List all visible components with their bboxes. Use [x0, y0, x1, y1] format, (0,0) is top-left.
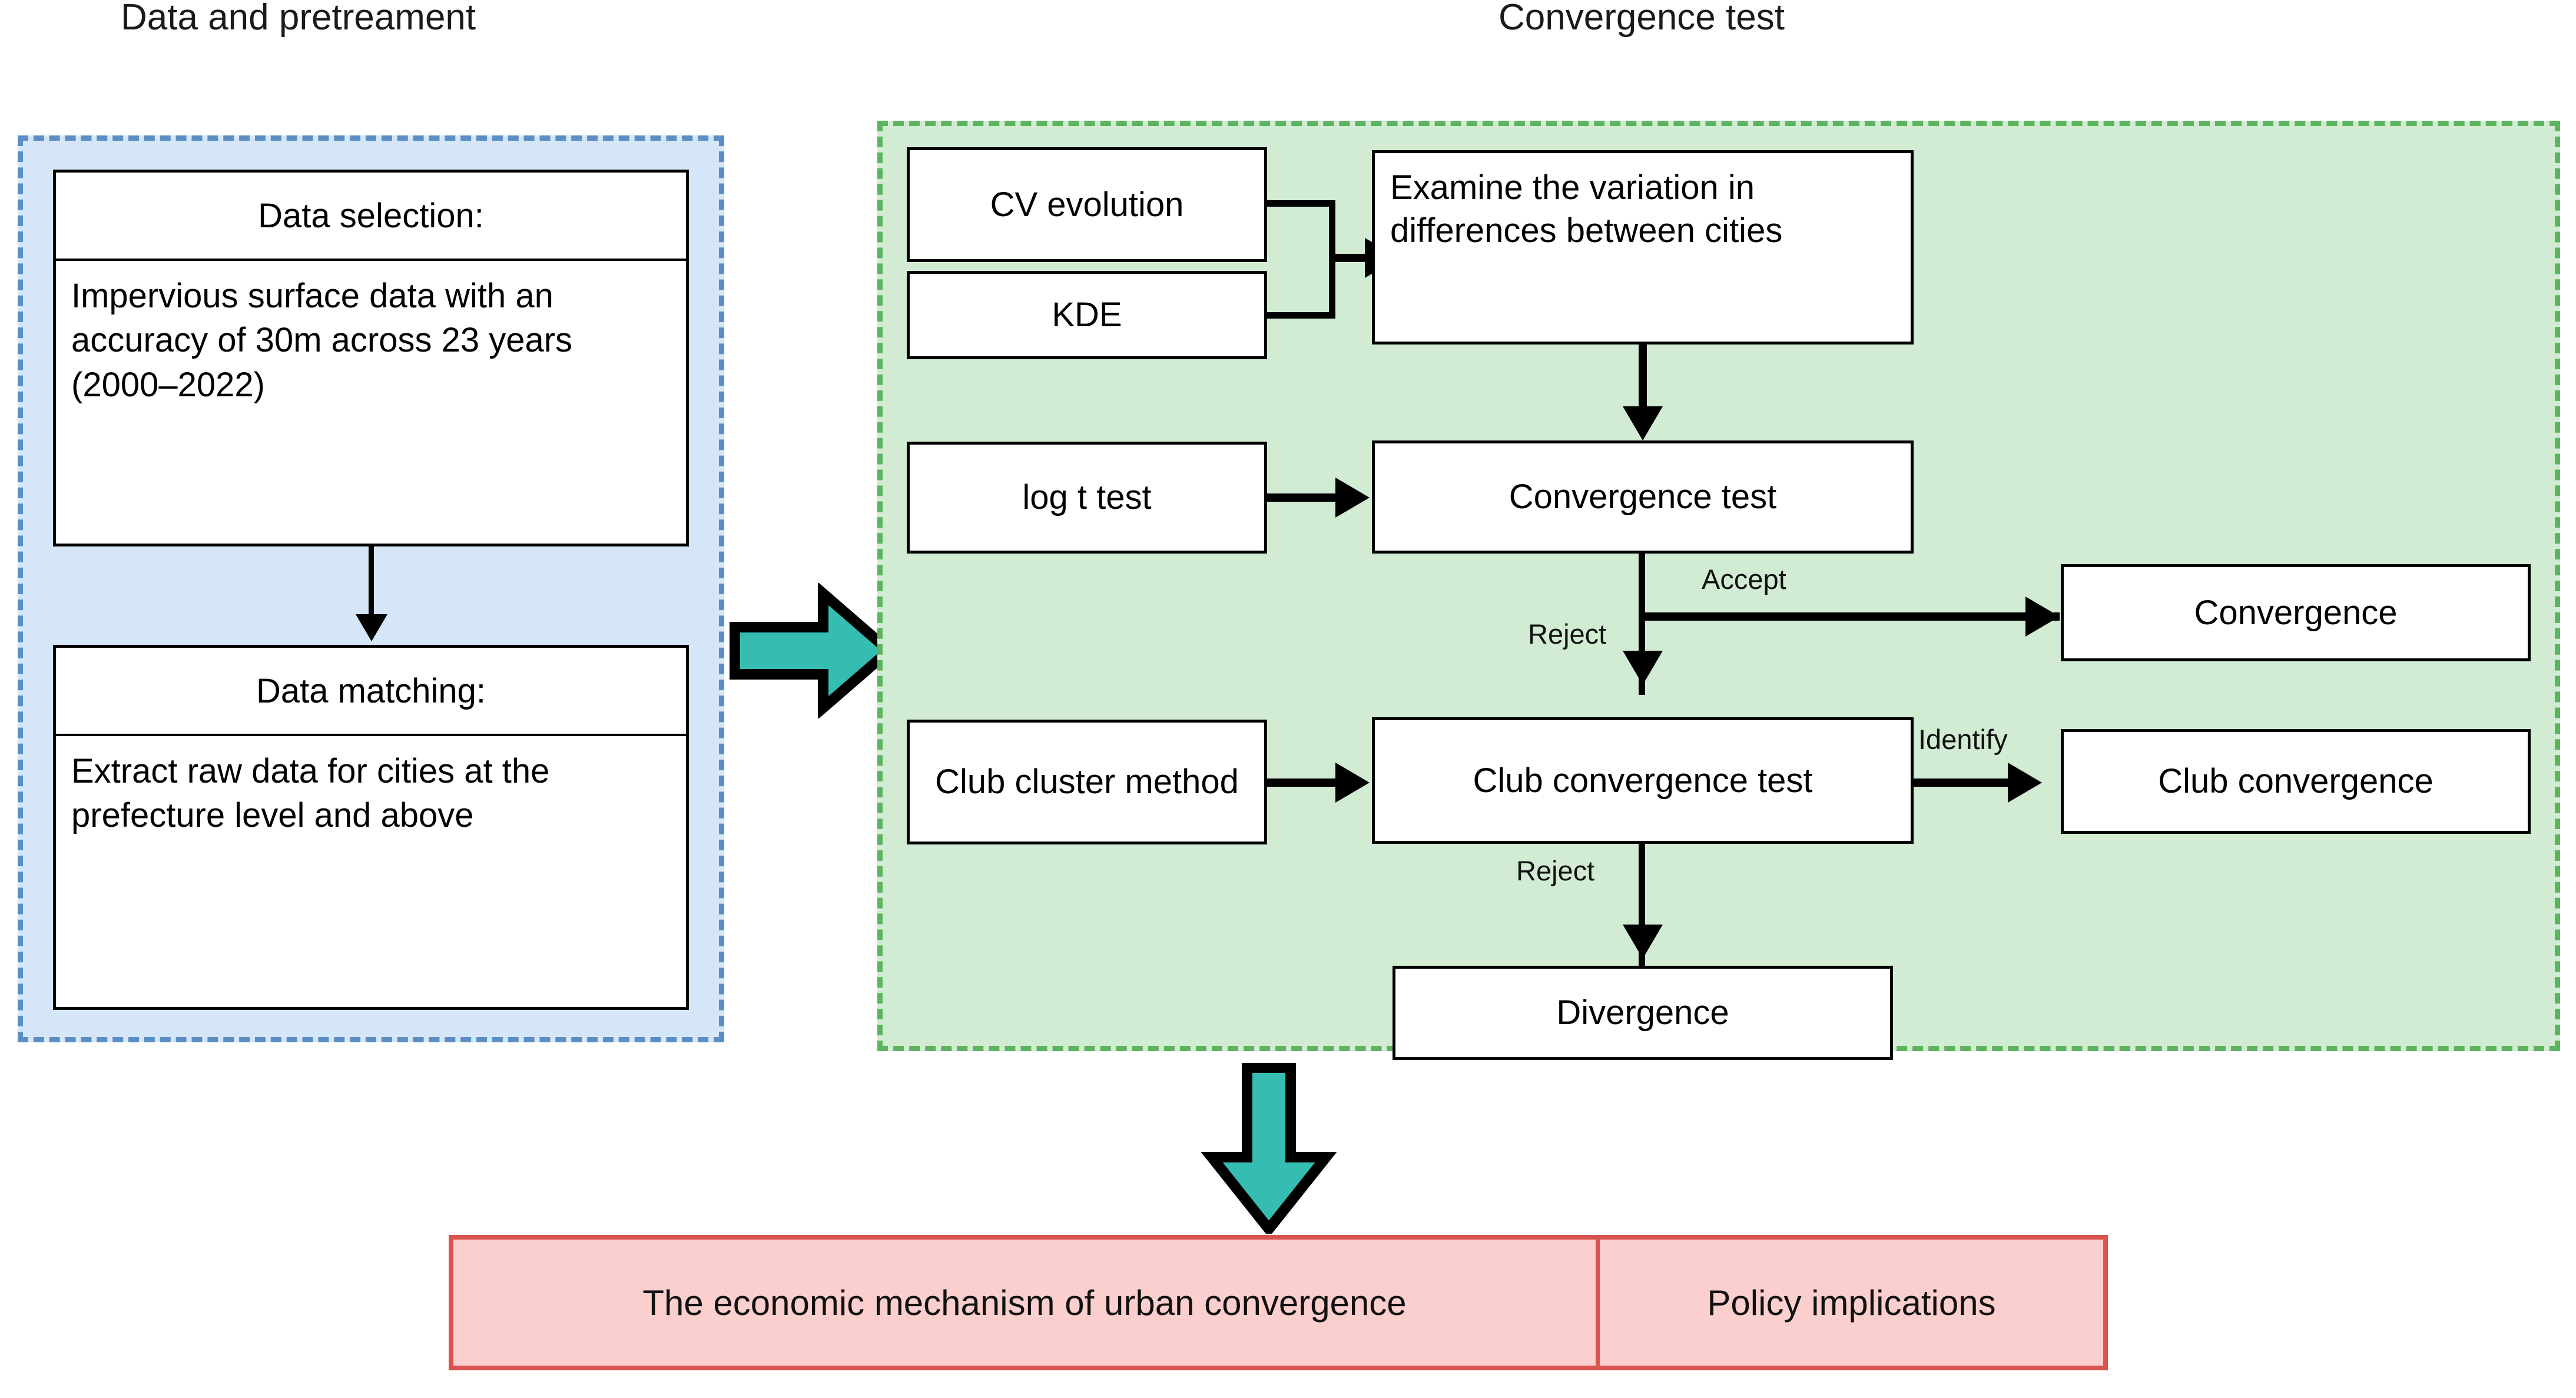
convergence-result-label: Convergence	[2194, 593, 2398, 632]
left-section-caption: Data and pretreament	[121, 0, 476, 38]
club-reject-arrowhead	[1623, 925, 1663, 959]
economic-mechanism-cell[interactable]: The economic mechanism of urban converge…	[642, 1283, 1407, 1323]
club-cluster-method-box[interactable]: Club cluster method	[907, 720, 1267, 844]
cvkde-bracket-bottom	[1266, 312, 1335, 319]
cvkde-to-examine-shaft	[1332, 254, 1366, 262]
logt-to-convergence-shaft	[1267, 493, 1338, 502]
club-convergence-test-label: Club convergence test	[1473, 761, 1813, 800]
logt-to-convergence-arrowhead	[1335, 478, 1370, 518]
divergence-label: Divergence	[1556, 993, 1729, 1032]
club-reject-line	[1639, 844, 1645, 968]
log-t-test-box[interactable]: log t test	[907, 442, 1267, 554]
club-convergence-result-box[interactable]: Club convergence	[2061, 729, 2531, 834]
accept-edge-label: Accept	[1702, 564, 1786, 595]
convergence-reject-arrowhead	[1623, 651, 1663, 685]
club-convergence-test-box[interactable]: Club convergence test	[1372, 717, 1914, 844]
kde-box[interactable]: KDE	[907, 271, 1267, 359]
cluster-to-clubtest-arrowhead	[1335, 763, 1370, 803]
left-panel-connector-arrowhead	[356, 614, 387, 641]
log-t-test-label: log t test	[1022, 478, 1152, 517]
policy-implications-cell[interactable]: Policy implications	[1596, 1240, 2103, 1366]
divergence-box[interactable]: Divergence	[1393, 966, 1893, 1060]
right-section-caption: Convergence test	[1498, 0, 1785, 38]
reject-edge-label-1: Reject	[1528, 618, 1607, 650]
cv-evolution-label: CV evolution	[990, 185, 1184, 224]
club-cluster-method-label: Club cluster method	[935, 763, 1239, 801]
cvkde-bracket-top	[1266, 200, 1335, 207]
convergence-result-box[interactable]: Convergence	[2061, 564, 2531, 661]
examine-variation-label: Examine the variation in differences bet…	[1390, 168, 1783, 250]
convergence-test-label: Convergence test	[1509, 478, 1777, 516]
down-block-arrow-icon	[1201, 1062, 1337, 1238]
right-block-arrow-icon	[729, 582, 897, 720]
data-selection-header: Data selection:	[56, 173, 686, 261]
kde-label: KDE	[1052, 296, 1122, 334]
data-matching-header: Data matching:	[56, 648, 686, 736]
convergence-test-box[interactable]: Convergence test	[1372, 440, 1914, 554]
identify-shaft	[1914, 778, 2025, 787]
club-convergence-result-label: Club convergence	[2158, 762, 2434, 801]
reject-edge-label-2: Reject	[1516, 855, 1595, 886]
data-matching-box[interactable]: Data matching: Extract raw data for citi…	[53, 645, 689, 1010]
identify-edge-label: Identify	[1918, 724, 2008, 755]
examine-to-convergence-shaft	[1639, 344, 1647, 412]
data-selection-box[interactable]: Data selection: Impervious surface data …	[53, 170, 689, 546]
examine-to-convergence-arrowhead	[1623, 406, 1663, 440]
data-matching-body: Extract raw data for cities at the prefe…	[71, 752, 550, 835]
data-selection-body: Impervious surface data with an accuracy…	[71, 277, 573, 404]
convergence-reject-line	[1639, 554, 1645, 695]
identify-arrowhead	[2008, 763, 2042, 803]
cv-evolution-box[interactable]: CV evolution	[907, 147, 1267, 262]
conclusions-bar: The economic mechanism of urban converge…	[449, 1235, 2108, 1370]
examine-variation-box[interactable]: Examine the variation in differences bet…	[1372, 150, 1914, 344]
convergence-accept-arrowhead	[2025, 597, 2060, 637]
cluster-to-clubtest-shaft	[1267, 778, 1338, 787]
left-panel-connector-line	[369, 546, 374, 617]
convergence-accept-shaft	[1642, 612, 2060, 621]
